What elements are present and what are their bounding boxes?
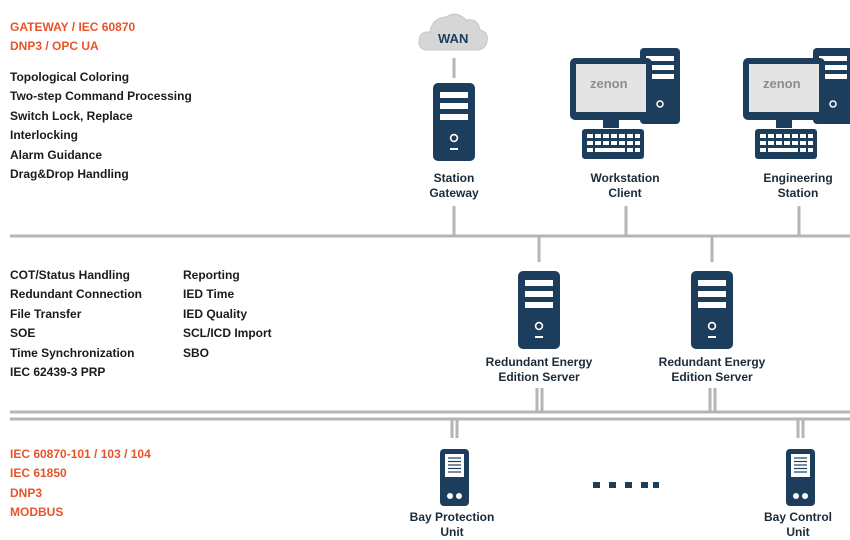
feature-item: SOE — [10, 326, 36, 341]
wan-label: WAN — [438, 31, 469, 46]
protocol-item: IEC 60870-101 / 103 / 104 — [10, 447, 151, 461]
redundant-server-1-label: Redundant Energy Edition Server — [486, 355, 593, 385]
feature-item: COT/Status Handling — [10, 268, 130, 282]
caption-line: Gateway — [429, 186, 479, 200]
top-heading-line: DNP3 / OPC UA — [10, 39, 99, 54]
caption-line: Edition Server — [498, 370, 580, 384]
engineering-station-label: Engineering Station — [763, 171, 832, 201]
server-icon — [518, 271, 560, 349]
bay-protection-unit-label: Bay Protection Unit — [410, 510, 495, 540]
caption-line: Redundant Energy — [658, 355, 766, 369]
bay-control-unit-label: Bay Control Unit — [764, 510, 832, 540]
feature-item: Drag&Drop Handling — [10, 167, 129, 182]
top-protocol-heading: GATEWAY / IEC 60870 DNP3 / OPC UA — [10, 18, 135, 57]
middle-feature-list-1: COT/Status Handling Redundant Connection… — [10, 266, 142, 382]
feature-item: Two-step Command Processing — [10, 89, 192, 104]
bay-unit-icon — [786, 449, 815, 506]
caption-line: Edition Server — [671, 370, 753, 384]
caption-line: Bay Control — [763, 510, 833, 524]
feature-item: Reporting — [183, 268, 240, 282]
feature-item: IED Quality — [183, 306, 248, 321]
server-icon — [433, 83, 475, 161]
middle-feature-list-2: Reporting IED Time IED Quality SCL/ICD I… — [183, 266, 272, 363]
feature-item: Time Synchronization — [10, 345, 135, 360]
feature-item: IED Time — [183, 287, 235, 302]
caption-line: Bay Protection — [409, 510, 495, 524]
top-feature-list: Topological Coloring Two-step Command Pr… — [10, 68, 192, 184]
caption-line: Unit — [440, 525, 464, 539]
network-bus-lines — [10, 58, 850, 438]
feature-item: SBO — [183, 345, 210, 360]
feature-item: Redundant Connection — [10, 287, 142, 302]
server-icon — [691, 271, 733, 349]
station-gateway-label: Station Gateway — [429, 171, 478, 201]
feature-item: Interlocking — [10, 128, 79, 143]
caption-line: Workstation — [590, 171, 660, 185]
protocol-item: DNP3 — [10, 485, 43, 500]
redundant-server-2-label: Redundant Energy Edition Server — [659, 355, 766, 385]
top-heading-line: GATEWAY / IEC 60870 — [10, 20, 136, 34]
caption-line: Redundant Energy — [485, 355, 593, 369]
workstation-icon — [743, 48, 850, 159]
protocol-item: IEC 61850 — [10, 466, 67, 481]
protocol-item: MODBUS — [10, 505, 64, 520]
workstation-icon — [570, 48, 680, 159]
feature-item: File Transfer — [10, 306, 82, 321]
ellipsis-dots — [593, 482, 659, 488]
caption-line: Station — [433, 171, 475, 185]
feature-item: SCL/ICD Import — [183, 326, 272, 341]
feature-item: Topological Coloring — [10, 70, 130, 84]
feature-item: IEC 62439-3 PRP — [10, 365, 106, 380]
feature-item: Switch Lock, Replace — [10, 108, 133, 123]
caption-line: Client — [608, 186, 642, 200]
cloud-icon — [418, 13, 488, 51]
caption-line: Engineering — [763, 171, 833, 185]
feature-item: Alarm Guidance — [10, 147, 103, 162]
bottom-protocol-list: IEC 60870-101 / 103 / 104 IEC 61850 DNP3… — [10, 445, 151, 523]
caption-line: Unit — [786, 525, 810, 539]
workstation-screen-logo: zenon — [590, 76, 628, 91]
workstation-client-label: Workstation Client — [590, 171, 659, 201]
caption-line: Station — [777, 186, 819, 200]
engineering-screen-logo: zenon — [763, 76, 801, 91]
bay-unit-icon — [440, 449, 469, 506]
